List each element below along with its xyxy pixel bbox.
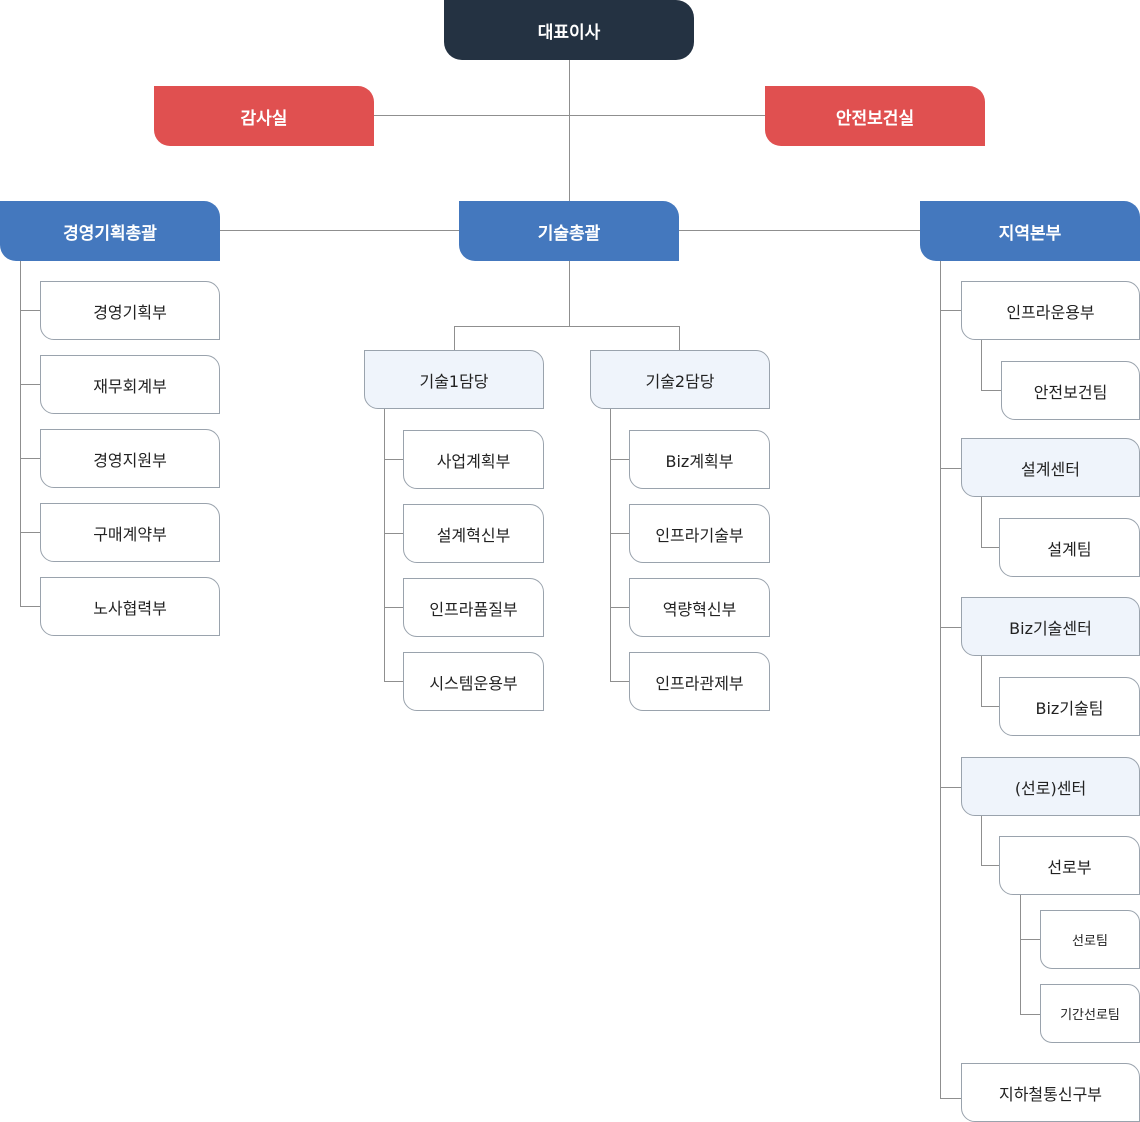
department-node[interactable]: 인프라품질부 (403, 578, 544, 637)
infra-ops-department-node[interactable]: 인프라운용부 (961, 281, 1140, 340)
line-tech-trunk (569, 260, 570, 327)
line-ceo-trunk (569, 58, 570, 202)
management-division-node[interactable]: 경영기획총괄 (0, 201, 220, 261)
department-node[interactable]: 시스템운용부 (403, 652, 544, 711)
audit-office-node[interactable]: 감사실 (154, 86, 374, 146)
technology-division-node[interactable]: 기술총괄 (459, 201, 679, 261)
safety-office-node[interactable]: 안전보건실 (765, 86, 985, 146)
track-center-node[interactable]: (선로)센터 (961, 757, 1140, 816)
design-center-node[interactable]: 설계센터 (961, 438, 1140, 497)
design-team-node[interactable]: 설계팀 (999, 518, 1140, 577)
track-team-node[interactable]: 선로팀 (1040, 910, 1140, 969)
department-node[interactable]: 재무회계부 (40, 355, 220, 414)
biz-tech-team-node[interactable]: Biz기술팀 (999, 677, 1140, 736)
department-node[interactable]: 구매계약부 (40, 503, 220, 562)
tech-group-1-node[interactable]: 기술1담당 (364, 350, 544, 409)
department-node[interactable]: Biz계획부 (629, 430, 770, 489)
safety-team-node[interactable]: 안전보건팀 (1001, 361, 1140, 420)
regional-division-node[interactable]: 지역본부 (920, 201, 1140, 261)
line-tech2-spine (610, 407, 611, 682)
line-management-spine (20, 260, 21, 606)
department-node[interactable]: 역량혁신부 (629, 578, 770, 637)
department-node[interactable]: 인프라관제부 (629, 652, 770, 711)
biz-tech-center-node[interactable]: Biz기술센터 (961, 597, 1140, 656)
line-advisory (372, 115, 766, 116)
department-node[interactable]: 인프라기술부 (629, 504, 770, 563)
department-node[interactable]: 경영기획부 (40, 281, 220, 340)
line-regional-spine (940, 260, 941, 1099)
ceo-node[interactable]: 대표이사 (444, 0, 694, 60)
line-tech1-spine (384, 407, 385, 682)
subway-comm-department-node[interactable]: 지하철통신구부 (961, 1063, 1140, 1122)
tech-group-2-node[interactable]: 기술2담당 (590, 350, 770, 409)
department-node[interactable]: 노사협력부 (40, 577, 220, 636)
department-node[interactable]: 설계혁신부 (403, 504, 544, 563)
department-node[interactable]: 경영지원부 (40, 429, 220, 488)
trunk-track-team-node[interactable]: 기간선로팀 (1040, 984, 1140, 1043)
track-department-node[interactable]: 선로부 (999, 836, 1140, 895)
line-tech-split (454, 326, 680, 327)
department-node[interactable]: 사업계획부 (403, 430, 544, 489)
